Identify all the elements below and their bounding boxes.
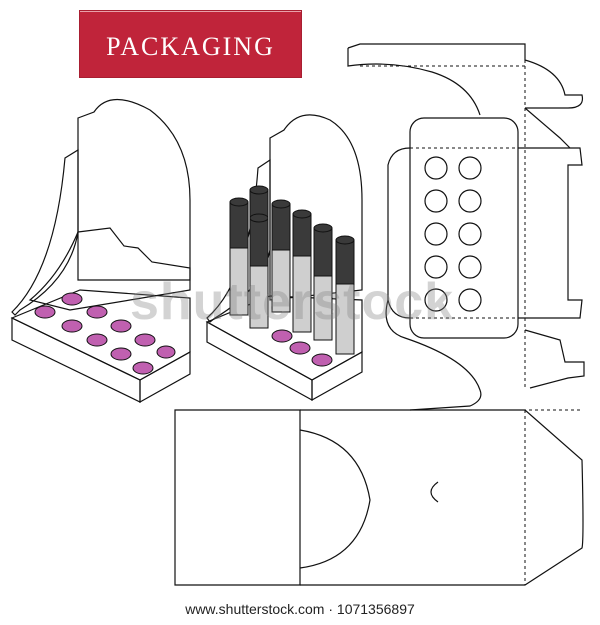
holes-left bbox=[34, 292, 176, 375]
punch-holes bbox=[424, 156, 482, 312]
watermark: shutterstock bbox=[130, 273, 455, 331]
display-box-empty bbox=[10, 98, 191, 404]
tube bbox=[271, 199, 291, 313]
tray-side bbox=[311, 350, 363, 402]
display-box-filled bbox=[205, 114, 363, 402]
tray-side bbox=[139, 350, 191, 404]
tube bbox=[292, 209, 312, 333]
tab-slot bbox=[430, 481, 439, 503]
badge-title: PACKAGING bbox=[106, 32, 275, 61]
holes-middle bbox=[271, 329, 333, 367]
hole-panel bbox=[409, 117, 519, 339]
tray-front bbox=[206, 320, 313, 402]
tube bbox=[313, 223, 333, 341]
thumb-cut bbox=[299, 429, 371, 569]
packaging-badge: PACKAGING bbox=[79, 10, 302, 78]
lip-tubes bbox=[229, 185, 355, 355]
tube bbox=[249, 213, 269, 329]
dieline bbox=[174, 43, 585, 586]
inner-panel bbox=[28, 227, 191, 311]
tube bbox=[229, 197, 249, 316]
side-wall bbox=[11, 148, 79, 316]
back-panel bbox=[269, 114, 363, 301]
footer-text: www.shutterstock.com · 1071356897 bbox=[185, 601, 415, 617]
tube bbox=[335, 235, 355, 355]
footer-bar: www.shutterstock.com · 1071356897 bbox=[0, 599, 600, 619]
back-panel bbox=[77, 98, 191, 281]
